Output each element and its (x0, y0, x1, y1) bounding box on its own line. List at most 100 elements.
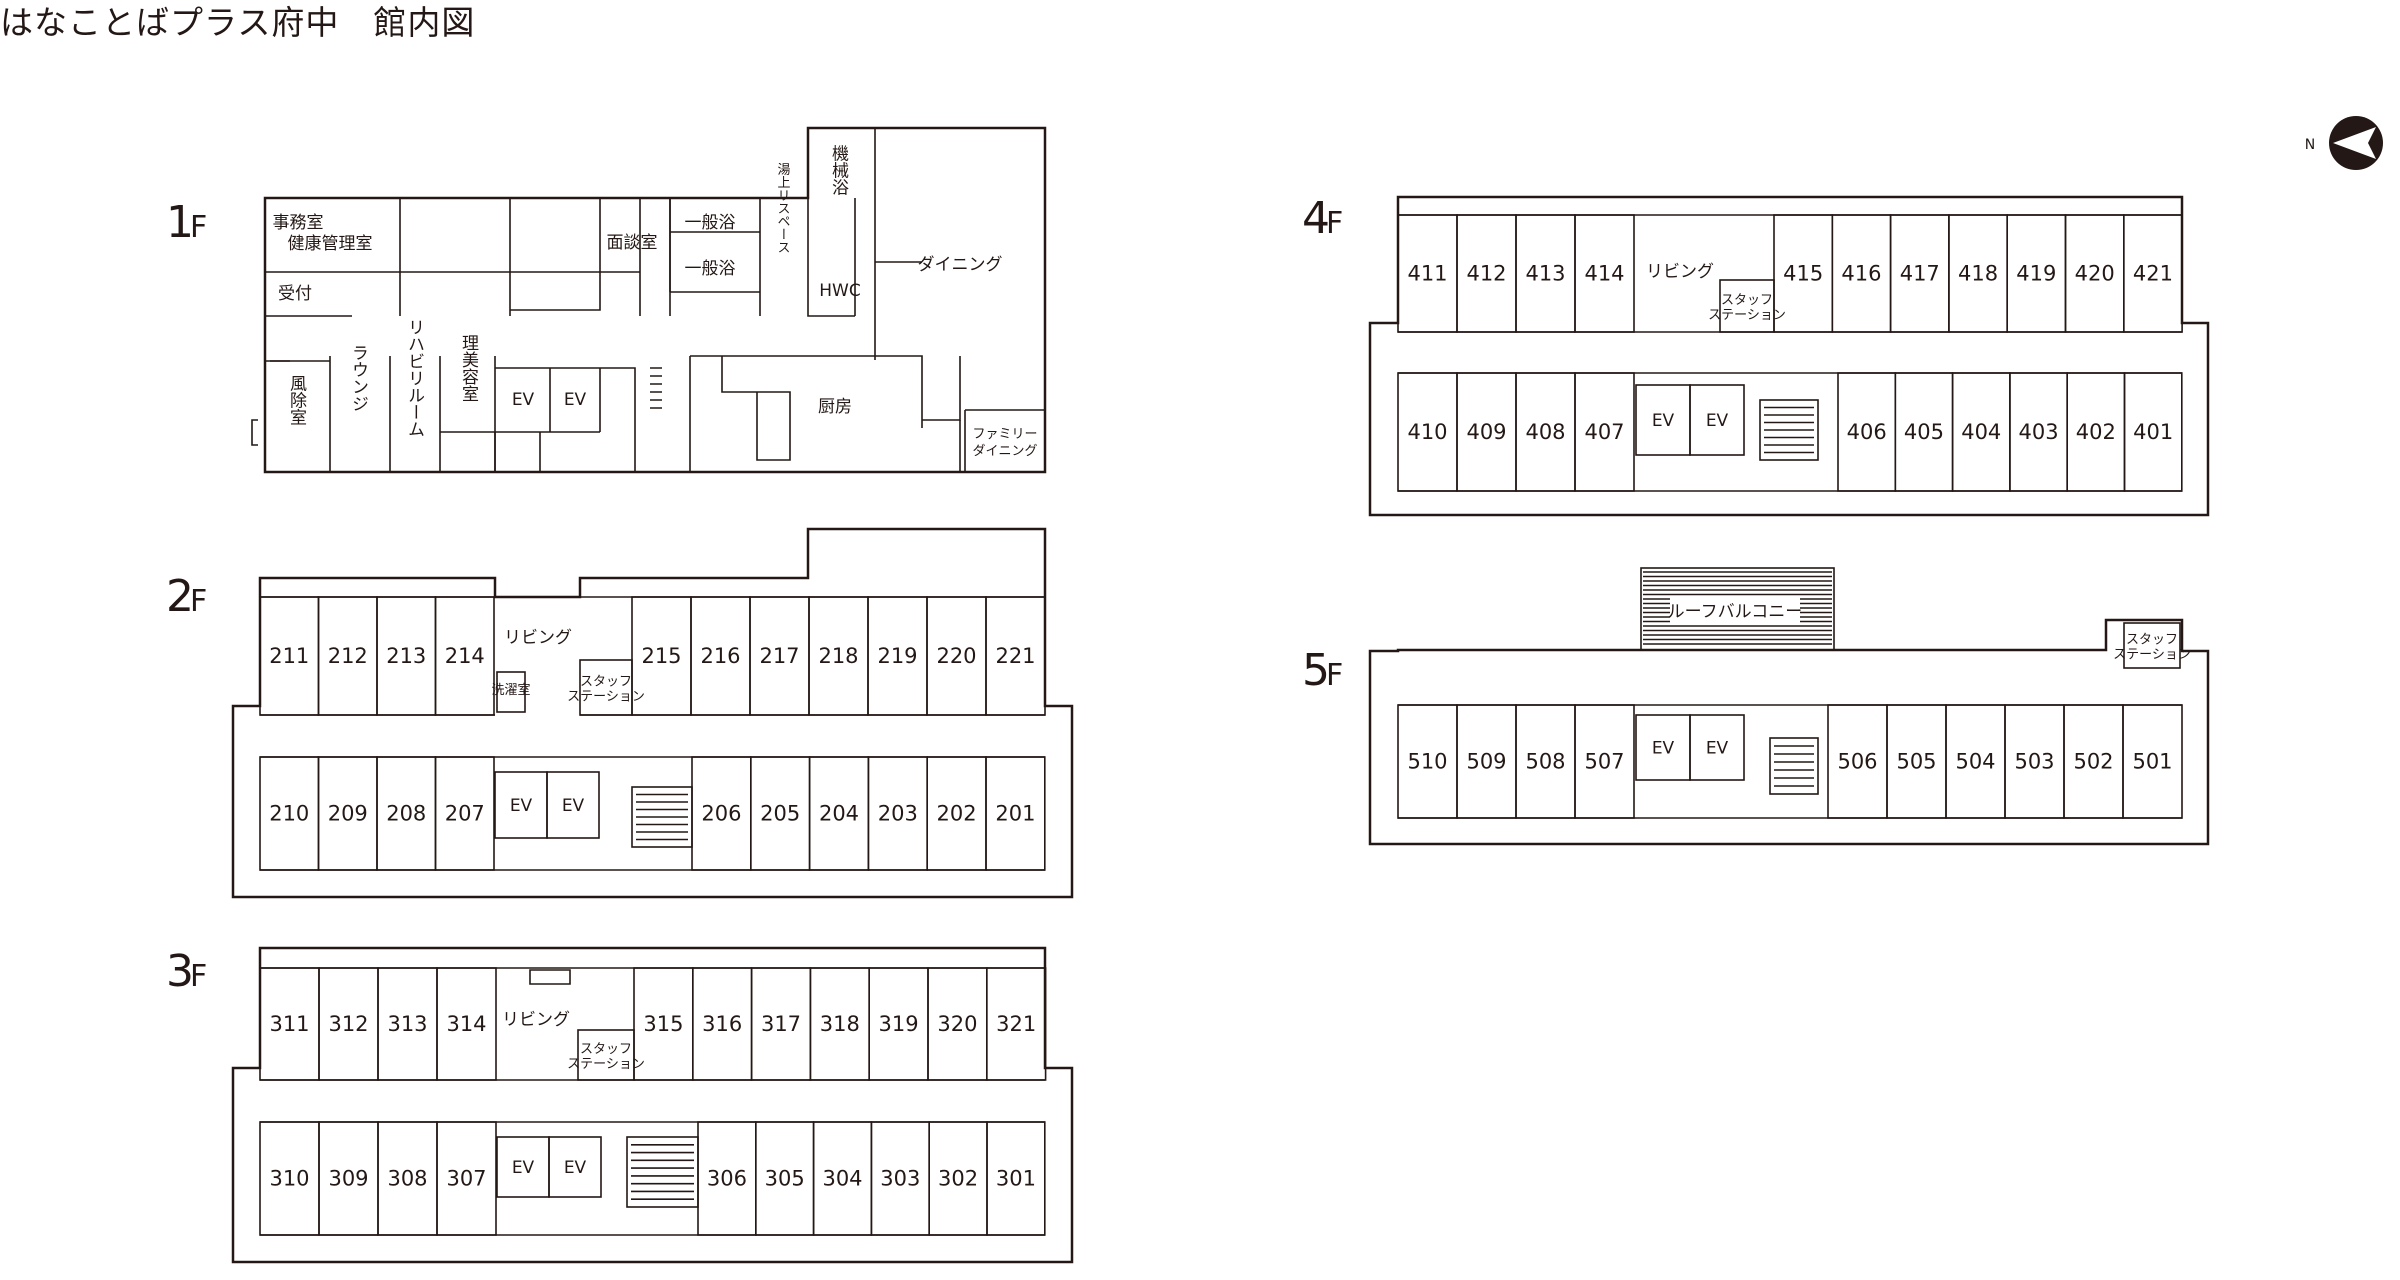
room-number: 307 (446, 1167, 486, 1191)
room-number: 219 (877, 644, 917, 668)
living-label: リビング (502, 1010, 570, 1030)
floor-number: 3 (166, 946, 194, 997)
floor-2: 2 F (166, 527, 1074, 899)
room-number: 401 (2133, 420, 2173, 444)
stairs (1759, 399, 1819, 461)
reception-label: 受付 (278, 284, 312, 304)
room-number: 306 (707, 1167, 747, 1191)
roof-balcony-label: ルーフバルコニー (1668, 602, 1803, 622)
room-number: 503 (2014, 750, 2054, 774)
dining-label: ダイニング (918, 255, 1003, 275)
room-number: 301 (996, 1167, 1036, 1191)
floor-suffix: F (190, 959, 207, 994)
room-number: 404 (1961, 420, 2001, 444)
salon-label: 理美容室 (458, 334, 479, 402)
room (436, 1121, 497, 1236)
room-number: 504 (1955, 750, 1995, 774)
room-number: 502 (2073, 750, 2113, 774)
room-number: 212 (328, 644, 368, 668)
room-number: 506 (1837, 750, 1877, 774)
room-number: 314 (446, 1012, 486, 1036)
room-number: 220 (936, 644, 976, 668)
room-number: 305 (765, 1167, 805, 1191)
room-number: 406 (1847, 420, 1887, 444)
staff-station (2123, 622, 2181, 669)
ev-label: EV (1652, 739, 1675, 759)
room-number: 414 (1584, 262, 1624, 286)
ev-label: EV (512, 1158, 535, 1178)
room (2123, 372, 2183, 492)
room-number: 508 (1525, 750, 1565, 774)
interview-label: 面談室 (607, 233, 658, 253)
room-number: 210 (269, 802, 309, 826)
page-title: はなことばプラス府中 館内図 (0, 3, 476, 42)
staff-station-line1: スタッフ (580, 675, 632, 690)
floor-suffix: F (190, 210, 207, 245)
room-number: 420 (2075, 262, 2115, 286)
room-number: 206 (701, 802, 741, 826)
room-number: 202 (937, 802, 977, 826)
elevator (548, 1136, 602, 1198)
rehab-label: リハビリルーム (404, 319, 424, 438)
room-number: 421 (2133, 262, 2173, 286)
stairs (631, 786, 693, 848)
family-dining-line2: ダイニング (972, 444, 1037, 459)
room-number: 318 (820, 1012, 860, 1036)
room-number: 205 (760, 802, 800, 826)
room-number: 413 (1525, 262, 1565, 286)
room-number: 410 (1407, 420, 1447, 444)
ev-label: EV (564, 390, 587, 410)
floor-suffix: F (1326, 206, 1343, 241)
room-number: 310 (269, 1167, 309, 1191)
room-number: 207 (445, 802, 485, 826)
room-number: 402 (2076, 420, 2116, 444)
room-number: 311 (269, 1012, 309, 1036)
staff-station-line1: スタッフ (2126, 633, 2178, 648)
room-number: 317 (761, 1012, 801, 1036)
room-number: 302 (938, 1167, 978, 1191)
staff-station (579, 659, 633, 716)
staff-station (577, 1029, 635, 1081)
stairs (1769, 737, 1819, 795)
room-number: 417 (1900, 262, 1940, 286)
yuagari-label: 湯上リスペース (775, 163, 791, 254)
room (985, 596, 1046, 716)
room (985, 756, 1046, 871)
living-label: リビング (1646, 262, 1714, 282)
room-number: 319 (879, 1012, 919, 1036)
room-number: 403 (2019, 420, 2059, 444)
staff-station-line2: ステーション (2113, 648, 2191, 663)
floor-3: 3 F (166, 946, 1074, 1264)
room-number: 313 (387, 1012, 427, 1036)
ev-label: EV (1706, 739, 1729, 759)
floor-number: 2 (166, 571, 194, 622)
room-number: 312 (328, 1012, 368, 1036)
room (434, 596, 495, 716)
room-number: 304 (822, 1167, 862, 1191)
room-number: 213 (386, 644, 426, 668)
family-dining-line1: ファミリー (972, 427, 1037, 442)
laundry-label: 洗濯室 (491, 682, 530, 698)
room-number: 208 (386, 802, 426, 826)
staff-station (1719, 279, 1775, 333)
room-number: 320 (937, 1012, 977, 1036)
room-number: 411 (1407, 262, 1447, 286)
room-number: 211 (269, 644, 309, 668)
elevator (546, 771, 600, 839)
room (434, 756, 495, 871)
room-number: 309 (328, 1167, 368, 1191)
room (1574, 214, 1635, 333)
room-number: 204 (819, 802, 859, 826)
room-number: 201 (995, 802, 1035, 826)
room-number: 203 (878, 802, 918, 826)
room (2122, 704, 2183, 819)
room (436, 967, 497, 1081)
room-number: 412 (1466, 262, 1506, 286)
floor-5: 5 F ルーフバルコニー (1302, 567, 2210, 846)
ev-label: EV (564, 1158, 587, 1178)
room-number: 407 (1584, 420, 1624, 444)
room-number: 303 (880, 1167, 920, 1191)
